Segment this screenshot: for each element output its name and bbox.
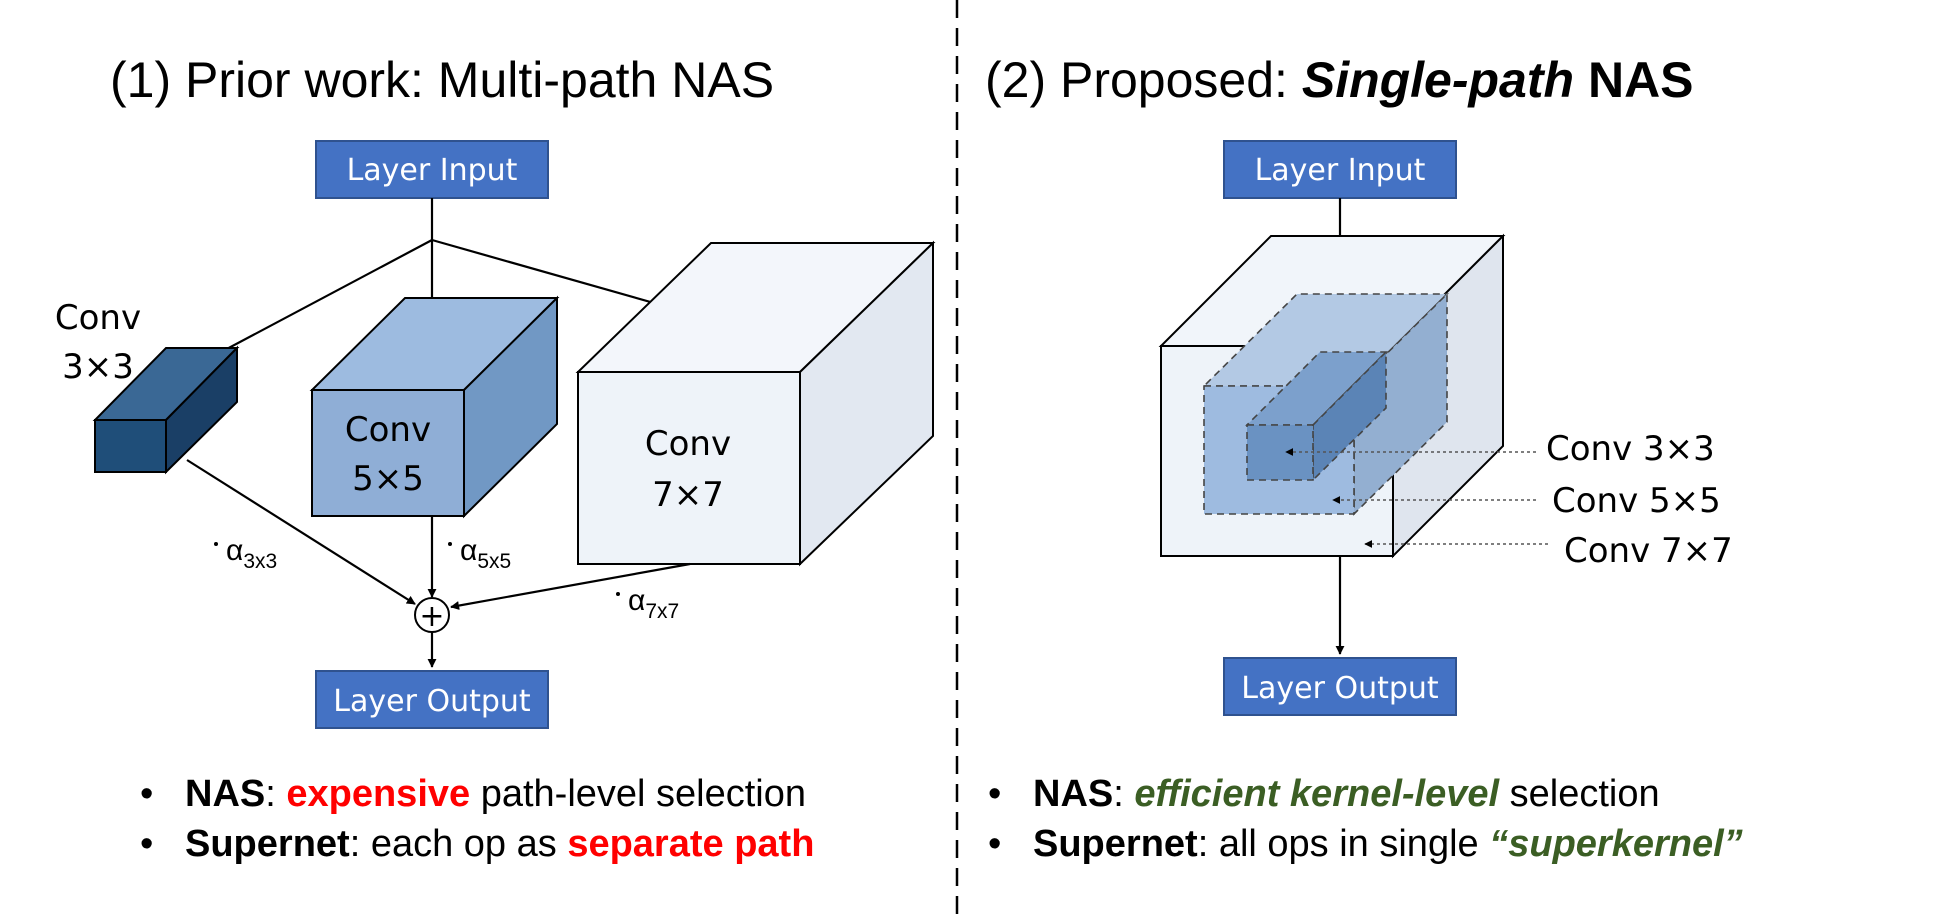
plus-icon: + bbox=[419, 599, 444, 634]
svg-text:•: • bbox=[140, 823, 153, 865]
superkernel-inner-cube bbox=[1245, 350, 1388, 482]
left-layer-input-label: Layer Input bbox=[347, 153, 518, 188]
conv7-label-line1: Conv bbox=[645, 424, 731, 464]
svg-text:α5x5: α5x5 bbox=[460, 534, 511, 573]
conv3-cube bbox=[92, 345, 240, 475]
conv5-label-line1: Conv bbox=[345, 410, 431, 450]
left-layer-output-label: Layer Output bbox=[333, 684, 531, 719]
superkernel-conv5-label: Conv 5×5 bbox=[1552, 481, 1721, 521]
superkernel-conv7-label: Conv 7×7 bbox=[1564, 531, 1733, 571]
alpha5x5-label: α5x5 bbox=[448, 534, 511, 573]
arrow-conv3-to-sum bbox=[186, 459, 416, 605]
svg-text:α3x3: α3x3 bbox=[226, 534, 277, 573]
arrow-conv7-to-sum bbox=[450, 562, 691, 610]
right-layer-input-box: Layer Input bbox=[1223, 140, 1457, 199]
conv7-cube: Conv 7×7 bbox=[575, 240, 936, 567]
right-bullet-2: • Supernet: all ops in single “superkern… bbox=[988, 823, 1743, 865]
left-bullet-2: • Supernet: each op as separate path bbox=[140, 823, 814, 865]
conv3-label-line2: 3×3 bbox=[62, 347, 134, 387]
svg-text:Supernet: each op as separate: Supernet: each op as separate path bbox=[185, 823, 814, 865]
svg-text:•: • bbox=[988, 823, 1001, 865]
right-bullet-1: • NAS: efficient kernel-level selection bbox=[988, 773, 1660, 815]
left-layer-output-box: Layer Output bbox=[315, 670, 549, 729]
right-panel-title: (2) Proposed: Single-path NAS bbox=[985, 52, 1694, 108]
svg-text:NAS: expensive path-level sele: NAS: expensive path-level selection bbox=[185, 773, 806, 815]
svg-text:•: • bbox=[988, 773, 1001, 815]
left-layer-input-box: Layer Input bbox=[315, 140, 549, 199]
conv5-label-line2: 5×5 bbox=[352, 459, 424, 499]
right-layer-input-label: Layer Input bbox=[1255, 153, 1426, 188]
right-layer-output-box: Layer Output bbox=[1223, 657, 1457, 716]
svg-text:•: • bbox=[140, 773, 153, 815]
conv7-label-line2: 7×7 bbox=[652, 475, 724, 515]
alpha3x3-label: α3x3 bbox=[214, 534, 277, 573]
svg-text:α7x7: α7x7 bbox=[628, 584, 679, 623]
svg-text:Supernet: all ops in single “s: Supernet: all ops in single “superkernel… bbox=[1033, 823, 1743, 865]
conv5-cube: Conv 5×5 bbox=[309, 295, 560, 519]
left-panel-title: (1) Prior work: Multi-path NAS bbox=[110, 52, 774, 108]
alpha7x7-label: α7x7 bbox=[616, 584, 679, 623]
svg-text:NAS: efficient kernel-level se: NAS: efficient kernel-level selection bbox=[1033, 773, 1660, 815]
sum-node: + bbox=[414, 597, 450, 634]
right-layer-output-label: Layer Output bbox=[1241, 671, 1439, 706]
left-bullet-1: • NAS: expensive path-level selection bbox=[140, 773, 806, 815]
conv3-label-line1: Conv bbox=[55, 298, 141, 338]
right-panel: (2) Proposed: Single-path NAS Layer Inpu… bbox=[985, 52, 1743, 865]
left-panel: (1) Prior work: Multi-path NAS Layer Inp… bbox=[55, 52, 936, 865]
superkernel-conv3-label: Conv 3×3 bbox=[1546, 429, 1715, 469]
